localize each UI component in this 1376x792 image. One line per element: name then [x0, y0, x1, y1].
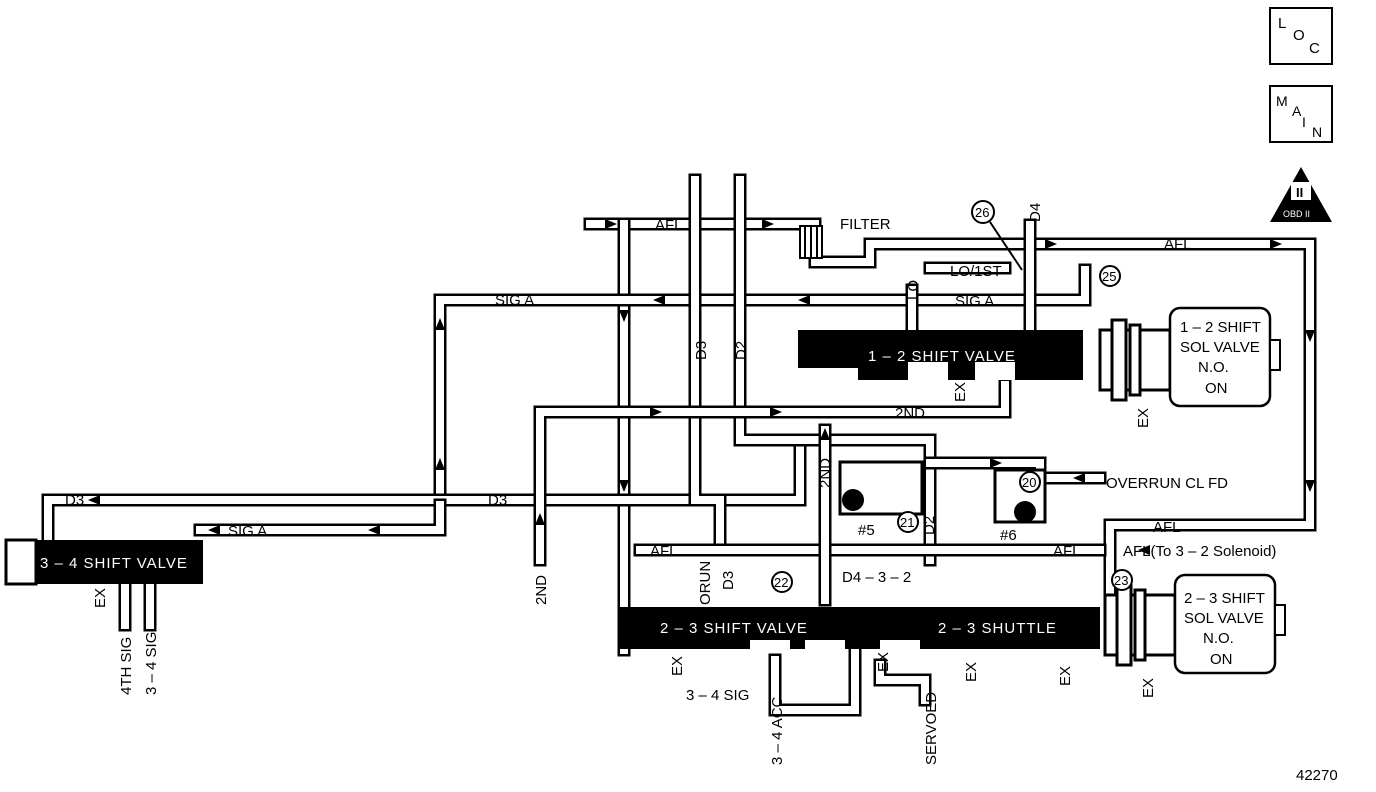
svg-text:M: M: [1276, 93, 1288, 109]
callout-21: 21: [897, 511, 919, 533]
valve-3-4-shift: 3 – 4 SHIFT VALVE: [4, 538, 203, 586]
solenoid-2-3: 2 – 3 SHIFT SOL VALVE N.O. ON: [1103, 573, 1286, 675]
svg-text:42270: 42270: [1296, 767, 1338, 784]
svg-text:EX: EX: [1135, 408, 1152, 428]
svg-text:SIG A: SIG A: [228, 523, 267, 540]
svg-text:2ND: 2ND: [817, 458, 834, 488]
svg-text:26: 26: [975, 205, 989, 220]
svg-text:LO: LO: [905, 280, 922, 300]
svg-text:3 – 4 SIG: 3 – 4 SIG: [686, 687, 749, 704]
filter-element: [799, 225, 823, 259]
svg-text:2 – 3 SHIFT: 2 – 3 SHIFT: [1184, 590, 1265, 607]
svg-text:D2: D2: [733, 341, 750, 360]
svg-text:A: A: [1292, 103, 1302, 119]
svg-text:AFL: AFL: [1053, 543, 1081, 560]
svg-text:SOL VALVE: SOL VALVE: [1180, 339, 1260, 356]
svg-text:I: I: [1302, 114, 1306, 130]
callout-26: 26: [971, 200, 995, 224]
svg-text:N: N: [1312, 124, 1322, 140]
svg-text:D3: D3: [720, 571, 737, 590]
svg-text:2 – 3 SHUTTLE: 2 – 3 SHUTTLE: [938, 620, 1057, 637]
svg-text:EX: EX: [875, 652, 892, 672]
svg-text:1 – 2 SHIFT VALVE: 1 – 2 SHIFT VALVE: [868, 348, 1016, 365]
valve-1-2-shift: 1 – 2 SHIFT VALVE: [798, 330, 1083, 380]
svg-text:N.O.: N.O.: [1198, 359, 1229, 376]
svg-text:SERVOED: SERVOED: [923, 692, 940, 765]
svg-text:D4 – 3 – 2: D4 – 3 – 2: [842, 569, 911, 586]
svg-text:FILTER: FILTER: [840, 216, 891, 233]
solenoid-1-2: 1 – 2 SHIFT SOL VALVE N.O. ON: [1098, 306, 1281, 408]
svg-text:ORUN: ORUN: [697, 561, 714, 605]
svg-text:EX: EX: [1057, 666, 1074, 686]
svg-text:AFL: AFL: [1153, 519, 1181, 536]
svg-text:21: 21: [900, 515, 914, 530]
svg-text:D3: D3: [693, 341, 710, 360]
svg-text:EX: EX: [952, 382, 969, 402]
svg-text:20: 20: [1022, 475, 1036, 490]
svg-text:II: II: [1296, 185, 1303, 200]
line-labels: AFL FILTER AFL SIG A SIG A SIG A LO/1ST …: [65, 216, 1338, 784]
svg-text:N.O.: N.O.: [1203, 630, 1234, 647]
svg-text:2 – 3 SHIFT VALVE: 2 – 3 SHIFT VALVE: [660, 620, 808, 637]
svg-text:2ND: 2ND: [895, 405, 925, 422]
svg-text:D2: D2: [921, 516, 938, 535]
main-badge: M A I N: [1269, 85, 1333, 143]
svg-text:SOL VALVE: SOL VALVE: [1184, 610, 1264, 627]
checkball-5: #5: [838, 460, 924, 539]
svg-text:D4: D4: [1027, 203, 1044, 222]
exhaust-labels: EX EX EX EX EX EX EX EX EX: [92, 382, 1157, 698]
svg-text:EX: EX: [669, 656, 686, 676]
vertical-labels: LO D4 D3 D2 2ND 2ND D2 ORUN D3 3 – 4 ACC…: [118, 203, 1044, 765]
callout-25: 25: [1099, 265, 1121, 287]
svg-text:LO/1ST: LO/1ST: [950, 263, 1002, 280]
svg-text:2ND: 2ND: [533, 575, 550, 605]
svg-text:23: 23: [1114, 573, 1128, 588]
valve-2-3-shift: 2 – 3 SHIFT VALVE 2 – 3 SHUTTLE: [620, 607, 1100, 649]
svg-text:22: 22: [774, 575, 788, 590]
callout-20: 20: [1019, 471, 1041, 493]
svg-text:O: O: [1293, 27, 1305, 44]
svg-text:EX: EX: [1140, 678, 1157, 698]
svg-text:D3: D3: [488, 492, 507, 509]
svg-text:OBD II: OBD II: [1283, 209, 1310, 219]
svg-text:AFL(To 3 – 2 Solenoid): AFL(To 3 – 2 Solenoid): [1123, 543, 1276, 560]
svg-text:3 – 4 ACC: 3 – 4 ACC: [769, 696, 786, 765]
svg-text:3 – 4 SHIFT VALVE: 3 – 4 SHIFT VALVE: [40, 555, 188, 572]
svg-text:AFL: AFL: [1164, 236, 1192, 253]
svg-text:L: L: [1278, 15, 1286, 32]
svg-text:C: C: [1309, 40, 1320, 57]
svg-text:#6: #6: [1000, 527, 1017, 544]
svg-text:1 – 2 SHIFT: 1 – 2 SHIFT: [1180, 319, 1261, 336]
svg-text:25: 25: [1102, 269, 1116, 284]
svg-text:3 – 4 SIG: 3 – 4 SIG: [143, 632, 160, 695]
svg-text:AFL: AFL: [650, 543, 678, 560]
svg-text:OVERRUN CL FD: OVERRUN CL FD: [1106, 475, 1228, 492]
svg-text:D3: D3: [65, 492, 84, 509]
svg-text:ON: ON: [1205, 380, 1228, 397]
flow-arrows: [88, 219, 1315, 555]
callout-23: 23: [1111, 569, 1133, 591]
svg-text:AFL: AFL: [655, 217, 683, 234]
obd-badge: II OBD II: [1270, 167, 1332, 222]
svg-text:EX: EX: [92, 588, 109, 608]
svg-text:ON: ON: [1210, 651, 1233, 668]
svg-text:#5: #5: [858, 522, 875, 539]
svg-text:EX: EX: [963, 662, 980, 682]
svg-text:SIG A: SIG A: [495, 292, 534, 309]
svg-text:SIG A: SIG A: [955, 293, 994, 310]
callout-22: 22: [771, 571, 793, 593]
loc-badge: L O C: [1269, 7, 1333, 65]
svg-text:4TH SIG: 4TH SIG: [118, 637, 135, 695]
